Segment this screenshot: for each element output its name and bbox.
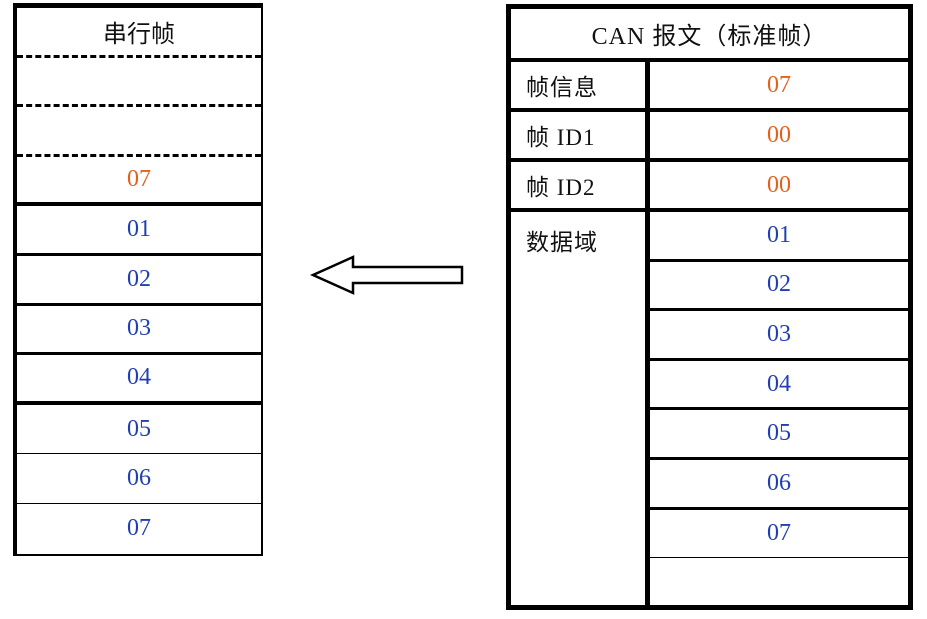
- row-value: 00: [767, 171, 791, 198]
- serial-frame-cell: 07: [127, 515, 151, 542]
- table-row-frame-info: 帧信息 07: [511, 62, 908, 112]
- left-arrow-icon: [309, 255, 464, 295]
- table-row-frame-id2: 帧 ID2 00: [511, 162, 908, 212]
- serial-frame-cell: 02: [17, 256, 261, 306]
- serial-frame-empty-row: [17, 107, 261, 157]
- data-field-values: 01 02 03 04 05 06 07: [650, 212, 908, 605]
- row-value: 00: [767, 121, 791, 148]
- serial-frame-cell: 05: [17, 405, 261, 455]
- serial-frame-cell: 06: [17, 454, 261, 504]
- data-byte-cell: 04: [650, 361, 908, 411]
- table-row-frame-id1: 帧 ID1 00: [511, 112, 908, 162]
- serial-frame-cell-frameinfo: 07: [17, 157, 261, 207]
- data-byte-cell: 03: [650, 311, 908, 361]
- serial-frame-table: 串行帧 07 01 02 03 04 05 06 07: [13, 3, 263, 556]
- row-label: 帧 ID1: [511, 112, 650, 158]
- data-field-label: 数据域: [511, 212, 650, 605]
- row-label: 帧信息: [511, 62, 650, 108]
- serial-frame-cell: 03: [17, 306, 261, 356]
- serial-frame-cell: 01: [17, 206, 261, 256]
- data-byte-cell: 07: [650, 510, 908, 559]
- data-byte-cell: 05: [650, 410, 908, 460]
- can-message-table: CAN 报文（标准帧） 帧信息 07 帧 ID1 00 帧 ID2 00 数据域…: [506, 4, 913, 610]
- data-byte-empty-cell: [650, 558, 908, 605]
- can-message-title: CAN 报文（标准帧）: [511, 9, 908, 62]
- table-row-data-field: 数据域 01 02 03 04 05 06 07: [511, 212, 908, 605]
- data-byte-cell: 01: [650, 212, 908, 262]
- data-byte-cell: 02: [650, 262, 908, 312]
- serial-frame-cell: 04: [17, 355, 261, 405]
- row-label: 帧 ID2: [511, 162, 650, 208]
- serial-frame-title: 串行帧: [17, 8, 261, 58]
- data-byte-cell: 06: [650, 460, 908, 510]
- serial-frame-empty-row: [17, 58, 261, 108]
- row-value: 07: [767, 71, 791, 98]
